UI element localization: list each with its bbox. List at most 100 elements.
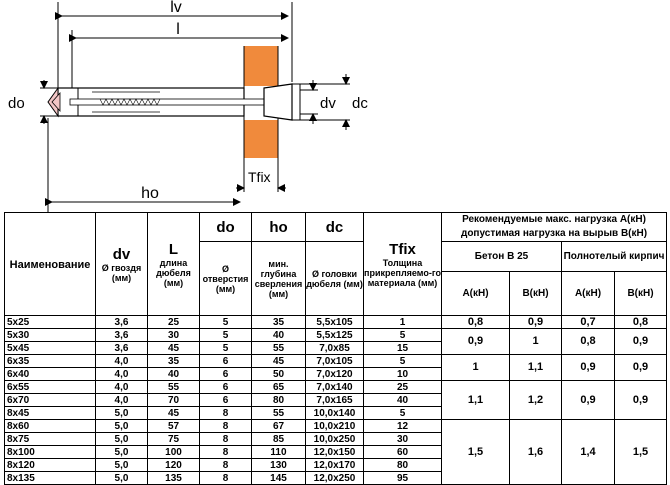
- cell-do: 8: [199, 471, 252, 485]
- cell-dv: 4,0: [95, 367, 148, 381]
- do-label: do: [8, 95, 25, 112]
- cell-load: 1,6: [509, 419, 562, 485]
- cell-L: 57: [147, 419, 200, 433]
- cell-do: 6: [199, 367, 252, 381]
- cell-load: 1: [509, 328, 562, 355]
- cell-load: 0,9: [561, 354, 615, 381]
- header-brick: Полнотелый кирпич: [560, 241, 668, 272]
- cell-tfix: 25: [363, 380, 442, 394]
- header-concrete: Бетон В 25: [441, 241, 562, 272]
- cell-name: 8x100: [4, 445, 96, 459]
- cell-dc: 7,0x105: [305, 354, 364, 368]
- cell-do: 6: [199, 354, 252, 368]
- cell-load: 0,9: [613, 354, 668, 381]
- cell-dc: 7,0x140: [305, 380, 364, 394]
- header-dc-sym: dc: [305, 212, 364, 242]
- cell-tfix: 40: [363, 393, 442, 407]
- header-loads: Рекомендуемые макс. нагрузка А(кН) допус…: [440, 212, 668, 242]
- cell-dv: 5,0: [95, 445, 148, 459]
- cell-ho: 55: [251, 341, 306, 355]
- cell-L: 25: [147, 315, 200, 329]
- cell-dc: 10,0x140: [305, 406, 364, 420]
- cell-load: 0,8: [441, 315, 510, 329]
- cell-do: 5: [199, 341, 252, 355]
- cell-dv: 3,6: [95, 315, 148, 329]
- table-row: 6x35 4,0 35 6 45 7,0x105 5 1 1,1 0,9 0,9: [4, 354, 668, 381]
- cell-load: 0,8: [613, 315, 668, 329]
- l-dimension: l: [69, 21, 289, 90]
- cell-name: 8x135: [4, 471, 96, 485]
- cell-tfix: 10: [363, 367, 442, 381]
- cell-tfix: 15: [363, 341, 442, 355]
- cell-name: 5x45: [4, 341, 96, 355]
- header-do-sym: do: [199, 212, 252, 242]
- header-a-brick: А(кН): [561, 271, 615, 316]
- dc-label: dc: [352, 95, 368, 112]
- cell-do: 8: [199, 419, 252, 433]
- dowel-diagram: lv l do: [8, 0, 368, 212]
- table-row: 6x55 4,0 55 6 65 7,0x140 25 1,1 1,2 0,9 …: [4, 380, 668, 420]
- cell-L: 45: [147, 341, 200, 355]
- cell-load: 1,1: [441, 380, 510, 420]
- cell-load: 0,7: [561, 315, 615, 329]
- fixture-plate: [243, 46, 279, 158]
- cell-do: 5: [199, 315, 252, 329]
- cell-dv: 5,0: [95, 419, 148, 433]
- cell-tfix: 95: [363, 471, 442, 485]
- cell-load: 0,9: [441, 328, 510, 355]
- cell-tfix: 5: [363, 328, 442, 342]
- header-name: Наименование: [4, 212, 96, 316]
- cell-name: 8x45: [4, 406, 96, 420]
- cell-dc: 10,0x250: [305, 432, 364, 446]
- cell-ho: 35: [251, 315, 306, 329]
- header-dc-desc: Ø головки дюбеля (мм): [305, 241, 364, 316]
- cell-L: 45: [147, 406, 200, 420]
- ho-label: ho: [141, 185, 159, 202]
- cell-tfix: 80: [363, 458, 442, 472]
- cell-load: 0,8: [561, 328, 615, 355]
- lv-label: lv: [170, 0, 182, 16]
- dc-dimension: dc: [300, 74, 368, 130]
- header-ho-desc: мин. глубина сверления (мм): [251, 241, 306, 316]
- cell-tfix: 1: [363, 315, 442, 329]
- do-dimension: do: [8, 80, 58, 124]
- header-b-brick: В(кН): [613, 271, 668, 316]
- cell-name: 8x75: [4, 432, 96, 446]
- cell-load: 1,4: [561, 419, 615, 485]
- cell-load: 0,9: [613, 328, 668, 355]
- cell-tfix: 5: [363, 406, 442, 420]
- cell-do: 8: [199, 432, 252, 446]
- cell-ho: 40: [251, 328, 306, 342]
- cell-dc: 10,0x210: [305, 419, 364, 433]
- tfix-label: Tfix: [248, 169, 271, 185]
- cell-dv: 4,0: [95, 393, 148, 407]
- cell-dv: 4,0: [95, 380, 148, 394]
- cell-name: 8x120: [4, 458, 96, 472]
- cell-ho: 55: [251, 406, 306, 420]
- header-b-concrete: В(кН): [509, 271, 562, 316]
- cell-name: 6x55: [4, 380, 96, 394]
- header-a-concrete: А(кН): [441, 271, 510, 316]
- cell-tfix: 5: [363, 354, 442, 368]
- cell-ho: 50: [251, 367, 306, 381]
- cell-do: 5: [199, 328, 252, 342]
- cell-dc: 7,0x165: [305, 393, 364, 407]
- cell-do: 8: [199, 458, 252, 472]
- cell-tfix: 12: [363, 419, 442, 433]
- cell-L: 135: [147, 471, 200, 485]
- cell-dc: 12,0x250: [305, 471, 364, 485]
- lv-dimension: lv: [55, 0, 293, 95]
- cell-tfix: 30: [363, 432, 442, 446]
- cell-dv: 3,6: [95, 328, 148, 342]
- dv-dimension: dv: [300, 80, 336, 124]
- cell-load: 0,9: [613, 380, 668, 420]
- cell-L: 100: [147, 445, 200, 459]
- cell-ho: 130: [251, 458, 306, 472]
- cell-load: 1,1: [509, 354, 562, 381]
- cell-dc: 12,0x150: [305, 445, 364, 459]
- table-row: 8x100 5,0 100 8 110 12,0x150 60: [4, 445, 667, 459]
- header-do-desc: Ø отверстия (мм): [199, 241, 252, 316]
- cell-ho: 110: [251, 445, 306, 459]
- cell-load: 1,5: [441, 419, 510, 485]
- cell-dc: 7,0x85: [305, 341, 364, 355]
